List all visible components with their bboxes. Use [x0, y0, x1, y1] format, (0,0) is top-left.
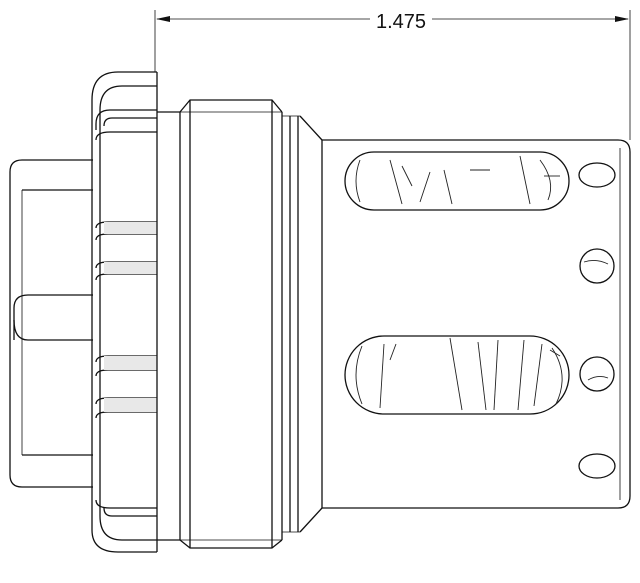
vent-hole	[578, 162, 616, 188]
dimension-arrow-right	[615, 16, 629, 22]
upper-port-slot	[344, 151, 570, 211]
vent-hole	[579, 356, 615, 392]
vent-hole	[579, 248, 615, 284]
vent-holes	[578, 162, 616, 479]
lower-port-slot	[344, 335, 570, 415]
locking-ring	[91, 71, 158, 553]
dimension-value: 1.475	[376, 11, 426, 33]
dimension-arrow-left	[156, 16, 170, 22]
body	[322, 139, 631, 509]
rear-hex-stub	[9, 159, 93, 488]
collar	[157, 99, 323, 549]
overall-length-dimension: 1.475	[154, 10, 631, 140]
vent-hole	[578, 453, 616, 479]
